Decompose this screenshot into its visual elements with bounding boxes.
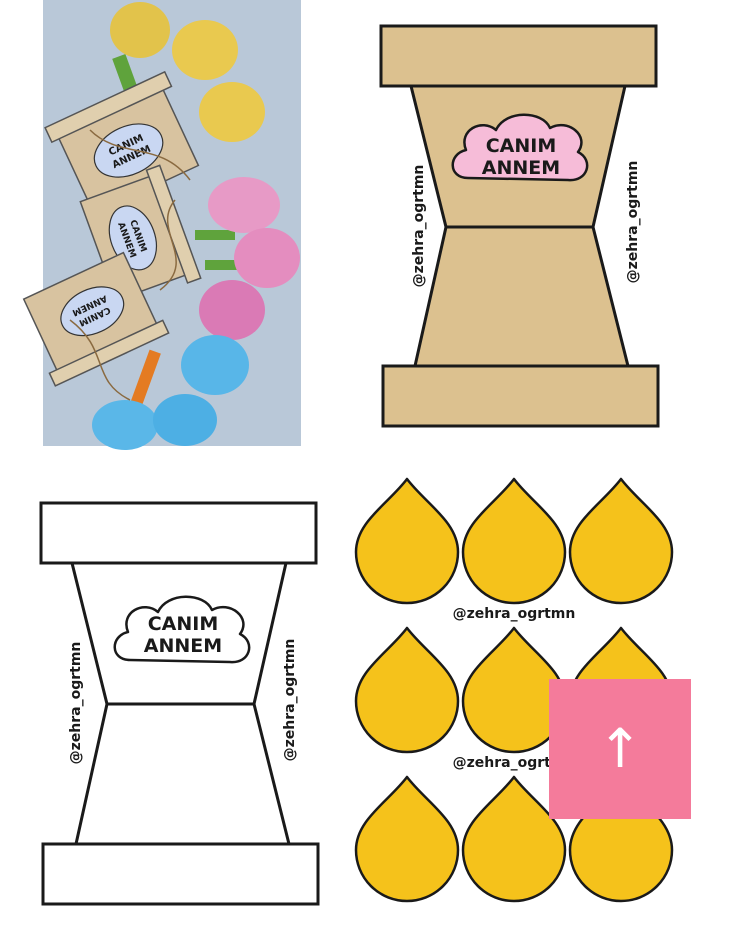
petal-1 <box>354 477 460 605</box>
blank-card-title-line1: CANIM <box>148 613 219 635</box>
watermark-right: @zehra_ogrtmn <box>625 161 641 284</box>
blank-watermark-right: @zehra_ogrtmn <box>282 639 298 762</box>
scroll-to-top-button[interactable]: ↑ <box>549 679 691 819</box>
cloud-shape-pink <box>451 113 589 182</box>
card-title-line1: CANIM <box>486 135 557 157</box>
craft-photo: CANIM ANNEM CANIM ANNEM CANIM ANNEM <box>22 0 301 450</box>
petal-3 <box>568 477 674 605</box>
pot-template-blank: CANIM ANNEM @zehra_ogrtmn @zehra_ogrtmn <box>39 501 320 906</box>
card-title-line2: ANNEM <box>482 157 560 179</box>
pot-template-colored: CANIM ANNEM @zehra_ogrtmn @zehra_ogrtmn <box>379 24 660 428</box>
petal-8 <box>461 775 567 903</box>
watermark-left: @zehra_ogrtmn <box>411 165 427 288</box>
arrow-up-icon: ↑ <box>597 717 643 780</box>
blank-watermark-left: @zehra_ogrtmn <box>68 642 84 765</box>
petal-7 <box>354 775 460 903</box>
petal-2 <box>461 477 567 605</box>
petal-4 <box>354 626 460 754</box>
blank-card-title-line2: ANNEM <box>144 635 222 657</box>
cloud-shape-white <box>113 595 251 664</box>
petal-watermark-2: @zehra_ogrtmn <box>453 755 576 771</box>
petal-watermark-1: @zehra_ogrtmn <box>453 606 576 622</box>
